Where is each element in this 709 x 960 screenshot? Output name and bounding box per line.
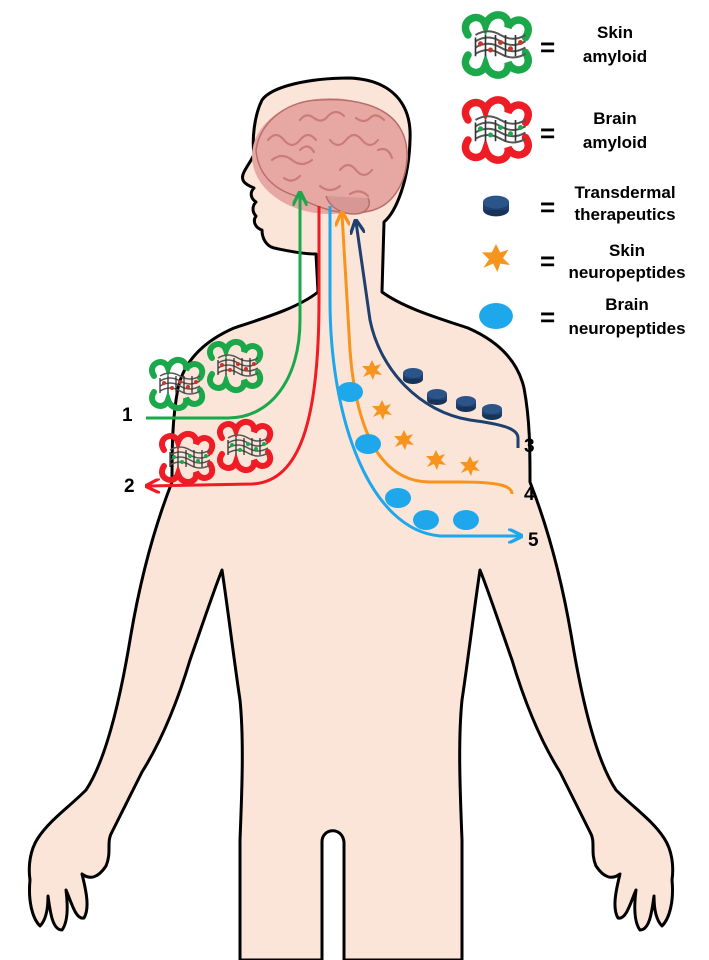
brain-neuropeptide-icon	[355, 434, 381, 454]
pathway-1	[146, 194, 300, 420]
legend-item-skin-amyloid: = Skin amyloid	[465, 15, 647, 75]
legend-label-line2: amyloid	[583, 133, 647, 152]
pathway-2	[148, 206, 321, 486]
legend-label-line1: Skin	[597, 23, 633, 42]
brain-amyloid-icon	[465, 100, 528, 160]
pathway-4-number: 4	[524, 484, 535, 505]
pathway-3-number: 3	[524, 436, 535, 457]
legend: = Skin amyloid = Brain amyloid = Transde…	[465, 15, 686, 338]
pathway-1-number: 1	[122, 405, 133, 426]
body-outline	[27, 76, 675, 960]
legend-equals: =	[540, 192, 555, 222]
transdermal-therapeutic-icon	[482, 404, 502, 420]
pathway-3-arrow	[356, 222, 520, 448]
brain-neuropeptide-icon	[479, 303, 513, 329]
legend-label-line1: Brain	[605, 295, 648, 314]
legend-item-skin-neuropeptides: = Skin neuropeptides	[482, 241, 686, 282]
pathway-5-number: 5	[528, 530, 539, 551]
pathway-5	[328, 206, 520, 536]
legend-item-transdermal-therapeutics: = Transdermal therapeutics	[483, 183, 676, 224]
legend-item-brain-neuropeptides: = Brain neuropeptides	[479, 295, 686, 338]
legend-label-line1: Skin	[609, 241, 645, 260]
legend-label-line2: neuropeptides	[568, 263, 685, 282]
pathway-2-arrow	[148, 206, 321, 486]
legend-label-line1: Brain	[593, 109, 636, 128]
brain-neuropeptide-icon	[453, 510, 479, 530]
transdermal-therapeutic-icon	[483, 195, 509, 217]
brain	[252, 98, 408, 215]
brain-neuropeptide-icon	[337, 382, 363, 402]
legend-equals: =	[540, 302, 555, 332]
legend-label-line1: Transdermal	[574, 183, 675, 202]
legend-label-line2: neuropeptides	[568, 319, 685, 338]
pathway-5-arrow	[328, 206, 520, 536]
transdermal-therapeutic-icon	[456, 396, 476, 412]
legend-equals: =	[540, 32, 555, 62]
pathway-2-number: 2	[124, 476, 135, 497]
skin-amyloid-icon	[465, 15, 528, 75]
brain-neuropeptide-icon	[413, 510, 439, 530]
transdermal-therapeutic-icon	[427, 389, 447, 405]
legend-equals: =	[540, 246, 555, 276]
legend-item-brain-amyloid: = Brain amyloid	[465, 100, 647, 160]
pathway-3	[356, 222, 520, 448]
brain-neuropeptide-icon	[385, 488, 411, 508]
transdermal-therapeutic-icon	[403, 368, 423, 384]
legend-label-line2: amyloid	[583, 47, 647, 66]
crotch-gap	[320, 829, 346, 960]
legend-equals: =	[540, 118, 555, 148]
body-silhouette	[27, 76, 675, 960]
skin-neuropeptide-icon	[482, 244, 511, 272]
legend-label-line2: therapeutics	[574, 205, 675, 224]
pathway-1-arrow	[146, 194, 300, 420]
